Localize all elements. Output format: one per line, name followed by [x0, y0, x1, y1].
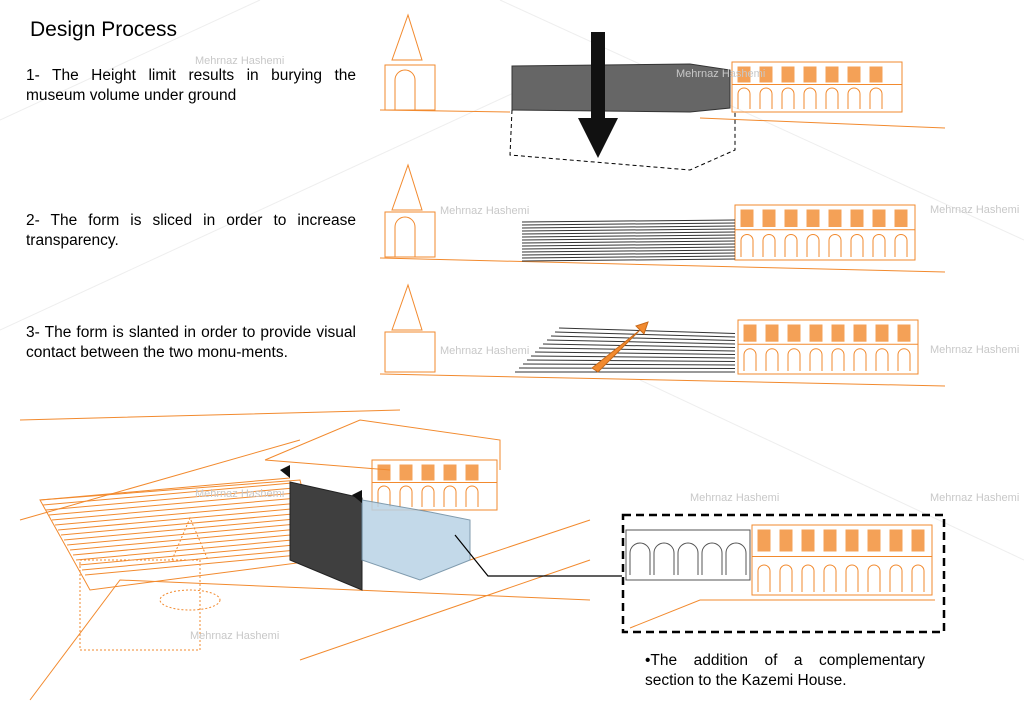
slice-line — [538, 347, 736, 352]
kazemi-house-facade — [751, 524, 933, 596]
slice-line — [521, 246, 736, 250]
watermark: Mehrnaz Hashemi — [930, 492, 1020, 504]
slice-line — [521, 243, 736, 247]
slanted-slices — [515, 327, 736, 373]
slice-line — [521, 249, 736, 253]
slice-line — [522, 363, 736, 366]
step-1-drawing — [379, 13, 946, 129]
watermark: Mehrnaz Hashemi — [190, 630, 280, 642]
step-1-text: 1- The Height limit results in burying t… — [26, 67, 356, 104]
watermark: Mehrnaz Hashemi — [195, 488, 285, 500]
slice-line — [550, 335, 736, 341]
underground-dashed-volume — [509, 109, 736, 171]
marker-icon — [280, 465, 290, 478]
slice-line — [521, 222, 736, 226]
slice-line — [534, 351, 736, 355]
slice-line — [518, 367, 736, 369]
sliced-volume — [521, 219, 736, 262]
step-3-drawing — [379, 283, 946, 387]
slice-line — [554, 331, 736, 338]
slice-line — [521, 240, 736, 244]
watermark: Mehrnaz Hashemi — [440, 345, 530, 357]
page-title: Design Process — [30, 18, 178, 41]
kazemi-house-facade — [731, 61, 903, 113]
slice-line — [521, 231, 736, 235]
watermark: Mehrnaz Hashemi — [930, 204, 1020, 216]
leader-line — [454, 534, 622, 577]
watermark: Mehrnaz Hashemi — [690, 492, 780, 504]
slice-line — [521, 228, 736, 232]
marker-icon — [352, 490, 362, 503]
slice-line — [521, 234, 736, 238]
caption-text: •The addition of a complementary section… — [645, 652, 925, 689]
watermark: Mehrnaz Hashemi — [676, 68, 766, 80]
step-2-text: 2- The form is sliced in order to increa… — [26, 212, 356, 249]
inset-elevation — [625, 524, 935, 629]
kazemi-house-facade — [371, 459, 498, 511]
watermark: Mehrnaz Hashemi — [195, 55, 285, 67]
slice-line — [521, 225, 736, 229]
slice-line — [521, 258, 736, 262]
down-arrow-icon — [578, 32, 618, 158]
tomb-tower — [384, 13, 436, 111]
step-3-text: 3- The form is slanted in order to provi… — [26, 324, 356, 361]
slice-line — [546, 339, 736, 345]
slice-line — [521, 237, 736, 241]
watermark: Mehrnaz Hashemi — [440, 205, 530, 217]
inset-frame — [621, 513, 946, 634]
glass-volume — [361, 499, 471, 581]
kazemi-house-facade — [734, 204, 916, 261]
kazemi-house-facade — [737, 319, 919, 375]
slice-line — [521, 219, 736, 223]
sightline-arrow-icon — [591, 321, 649, 373]
slice-line — [558, 327, 736, 334]
slice-line — [526, 359, 736, 362]
slice-line — [530, 355, 736, 359]
step-2-drawing — [379, 163, 946, 273]
dark-slanted-wall — [289, 481, 363, 591]
slice-line — [542, 343, 736, 348]
slice-line — [521, 255, 736, 259]
watermark: Mehrnaz Hashemi — [930, 344, 1020, 356]
slice-line — [521, 252, 736, 256]
